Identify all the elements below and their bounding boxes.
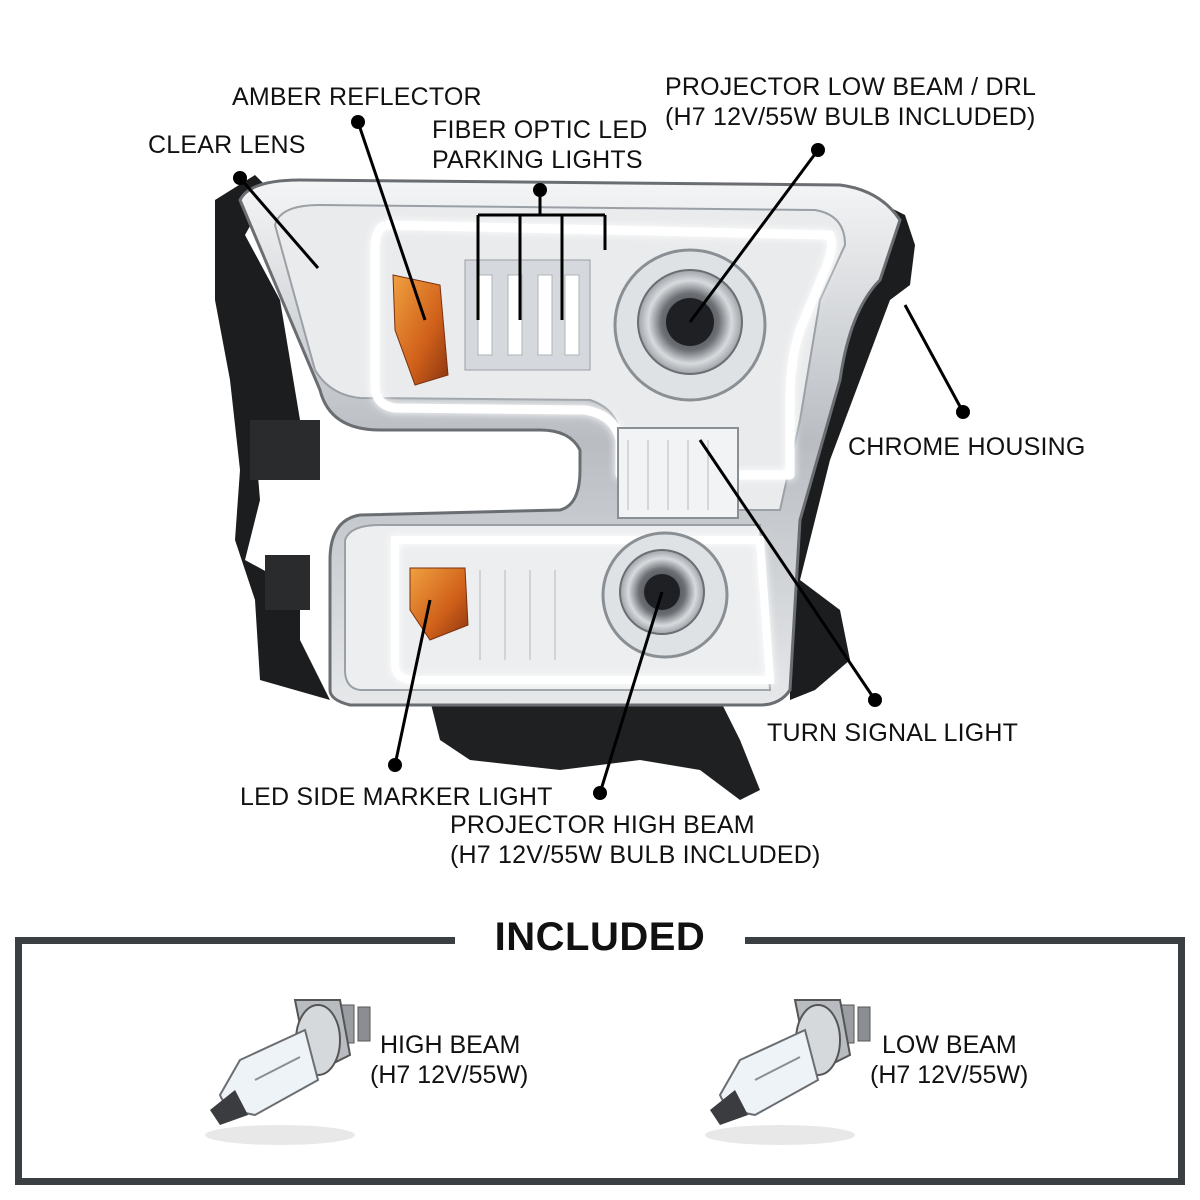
label-amber-reflector: AMBER REFLECTOR [232, 83, 482, 111]
callout-lines [238, 121, 965, 794]
label-chrome-housing: CHROME HOUSING [848, 433, 1086, 461]
frame-bottom [15, 1178, 1185, 1185]
headlight-diagram [215, 115, 970, 800]
frame-left [15, 937, 22, 1185]
included-title: INCLUDED [494, 915, 706, 959]
label-projector-high-line2: (H7 12V/55W BULB INCLUDED) [450, 841, 821, 869]
label-projector-high-line1: PROJECTOR HIGH BEAM [450, 811, 755, 839]
label-led-side-marker: LED SIDE MARKER LIGHT [240, 783, 553, 811]
h7-bulb-icon [705, 999, 871, 1145]
label-clear-lens: CLEAR LENS [148, 131, 306, 159]
frame-right [1178, 937, 1185, 1185]
lower-reflector-fins [479, 570, 556, 660]
label-fiber-optic-line1: FIBER OPTIC LED [432, 116, 648, 144]
label-projector-low-line1: PROJECTOR LOW BEAM / DRL [665, 73, 1037, 101]
bulb-low-beam-spec: (H7 12V/55W) [870, 1061, 1029, 1089]
label-fiber-optic-line2: PARKING LIGHTS [432, 146, 643, 174]
bulb-high-beam-spec: (H7 12V/55W) [370, 1061, 529, 1089]
label-turn-signal: TURN SIGNAL LIGHT [767, 719, 1019, 747]
drl-light-bar [370, 220, 837, 684]
bulb-low-beam-name: LOW BEAM [882, 1031, 1017, 1059]
bulb-high-beam-name: HIGH BEAM [380, 1031, 521, 1059]
turn-signal-block [617, 427, 739, 519]
projector-high-beam [601, 531, 729, 659]
fiber-optic-parking-lights [464, 259, 591, 371]
callout-dots [233, 115, 970, 800]
frame-top-left [15, 937, 455, 944]
projector-low-beam [613, 248, 767, 402]
amber-reflector [392, 274, 449, 386]
frame-top-right [745, 937, 1185, 944]
label-projector-low-line2: (H7 12V/55W BULB INCLUDED) [665, 103, 1036, 131]
black-housing [215, 175, 915, 800]
h7-bulb-icon [205, 999, 371, 1145]
